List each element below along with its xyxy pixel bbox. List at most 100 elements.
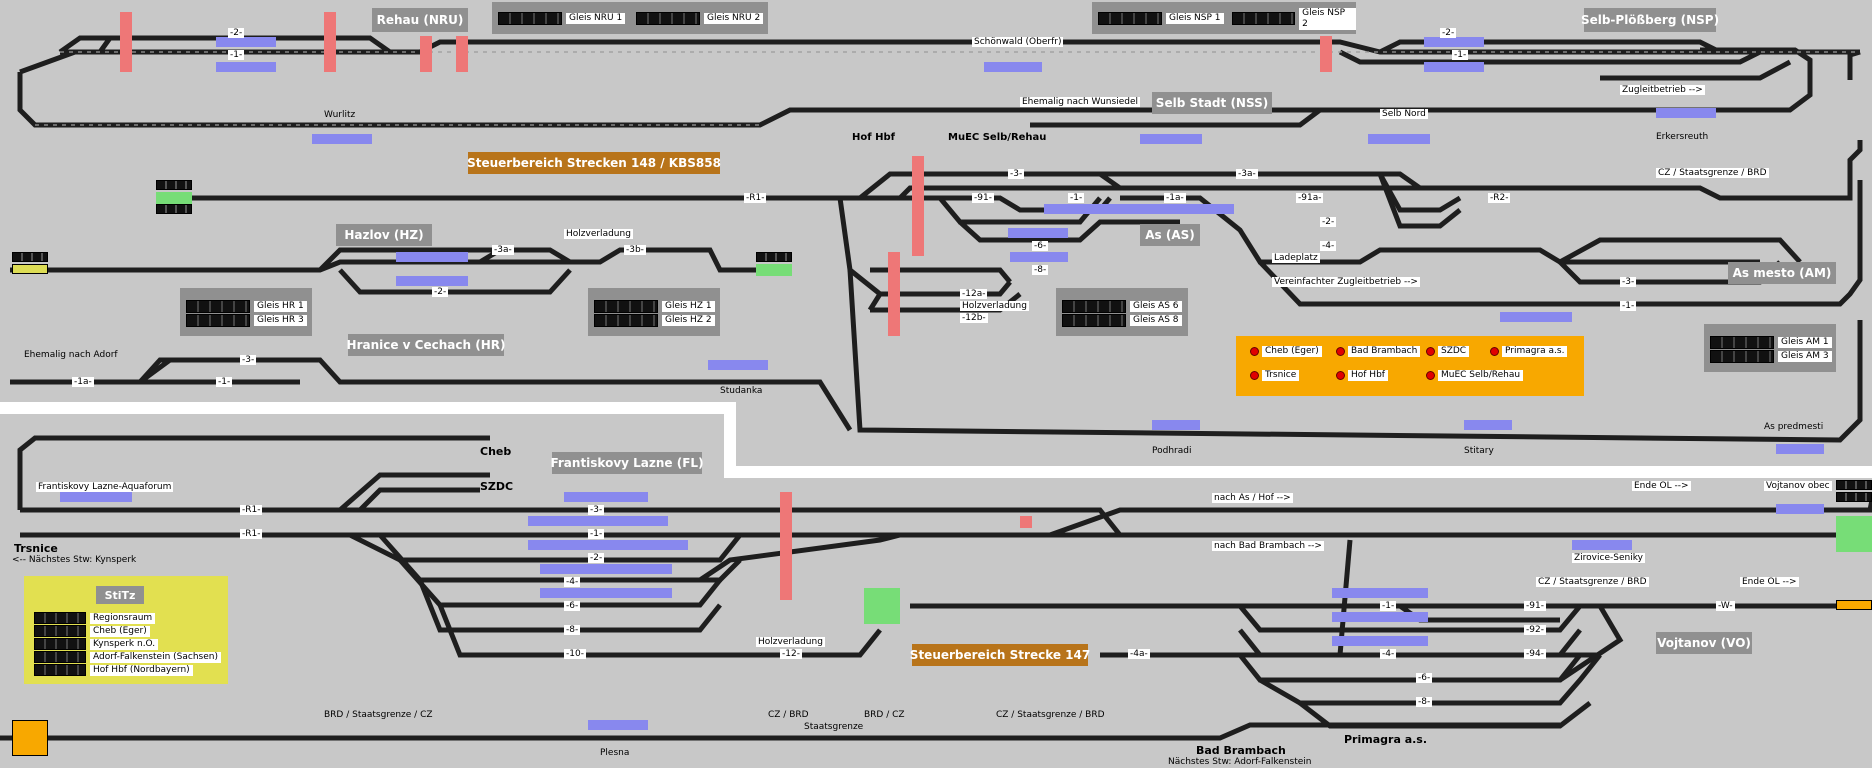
track-label-as12b: -12b-	[960, 313, 988, 323]
track-label-as91: -91-	[972, 193, 994, 203]
tracks-rehau-selb	[17, 35, 1861, 128]
label-primagra[interactable]: Primagra a.s.	[1344, 733, 1428, 746]
signal-icon[interactable]	[1250, 371, 1259, 380]
banner-strecke-147: Steuerbereich Strecke 147	[910, 644, 1090, 666]
label-ende-ol-1: Ende OL -->	[1632, 481, 1691, 491]
label-holzverladung-1: Holzverladung	[564, 229, 633, 239]
track-label-hz2: -2-	[432, 287, 449, 297]
label-nach-bad-brambach: nach Bad Brambach -->	[1212, 541, 1324, 551]
stitz-tiles[interactable]	[34, 638, 86, 650]
label-szdc[interactable]: SZDC	[480, 480, 514, 493]
label-brd-cz-bottom: BRD / Staatsgrenze / CZ	[324, 710, 433, 720]
track-label-as12a: -12a-	[960, 289, 988, 299]
stitz-item: Regionsraum	[90, 612, 156, 624]
track-label-fl6: -6-	[564, 601, 581, 611]
track-label-bb94: -94-	[1524, 649, 1546, 659]
track-label-nru1: -1-	[228, 50, 245, 60]
track-label-bb92: -92-	[1524, 625, 1546, 635]
label-holzverladung-3: Holzverladung	[756, 637, 825, 647]
label-bad-brambach[interactable]: Bad Brambach	[1196, 744, 1286, 757]
track-label-as6: -6-	[1032, 241, 1049, 251]
gleis-am3-tiles[interactable]	[1710, 350, 1774, 363]
track-label-r1-fl2: -R1-	[240, 529, 263, 539]
stitz-tiles[interactable]	[34, 664, 86, 676]
station-as[interactable]: As (AS)	[1140, 224, 1200, 246]
track-label-91a: -91a-	[1296, 193, 1324, 203]
station-selb-plossberg[interactable]: Selb-Plößberg (NSP)	[1581, 8, 1719, 32]
gleis-nru1-tiles[interactable]	[498, 12, 562, 25]
gleis-nsp1-tiles[interactable]	[1098, 12, 1162, 25]
stitz-tiles[interactable]	[34, 612, 86, 624]
legend-cheb: Cheb (Eger)	[1262, 346, 1322, 357]
station-rehau[interactable]: Rehau (NRU)	[372, 8, 468, 32]
track-label-r1-fl1: -R1-	[240, 505, 263, 515]
label-frantiskovy-aquaforum: Frantiskovy Lazne-Aquaforum	[36, 482, 174, 492]
label-ehemalig-wunsiedel: Ehemalig nach Wunsiedel	[1020, 97, 1140, 107]
label-brd-cz-b3: BRD / CZ	[864, 710, 905, 720]
signal-icon[interactable]	[1336, 347, 1345, 356]
station-frantiskovy-lazne[interactable]: Frantiskovy Lazne (FL)	[550, 452, 704, 474]
gleis-hz1-label: Gleis HZ 1	[662, 301, 715, 312]
track-label-hr3: -3-	[240, 355, 257, 365]
track-label-bb4: -4-	[1380, 649, 1397, 659]
signal-icon[interactable]	[1426, 371, 1435, 380]
track-label-fl2: -2-	[588, 553, 605, 563]
track-label-bb4a: -4a-	[1128, 649, 1150, 659]
gleis-nru2-label: Gleis NRU 2	[704, 13, 764, 24]
gleis-hz2-label: Gleis HZ 2	[662, 315, 715, 326]
track-label-am1: -1-	[1620, 301, 1637, 311]
track-label-nru2: -2-	[228, 28, 245, 38]
gleis-box-am: Gleis AM 1 Gleis AM 3	[1704, 324, 1836, 372]
label-stitary: Stitary	[1464, 446, 1494, 456]
label-holzverladung-2: Holzverladung	[960, 301, 1029, 311]
track-label-hr1: -1-	[216, 377, 233, 387]
legend-szdc: SZDC	[1438, 346, 1470, 357]
label-cheb[interactable]: Cheb	[480, 445, 512, 458]
gleis-nsp2-tiles[interactable]	[1232, 12, 1296, 25]
banner-strecken-148: Steuerbereich Strecken 148 / KBS858	[467, 152, 721, 174]
label-hof-hbf[interactable]: Hof Hbf	[852, 132, 895, 143]
track-label-w: -W-	[1716, 601, 1735, 611]
legend-trsnice: Trsnice	[1262, 370, 1300, 381]
signal-icon[interactable]	[1336, 371, 1345, 380]
track-label-am3: -3-	[1620, 277, 1637, 287]
track-label-as1: -1-	[1068, 193, 1085, 203]
gleis-hr1-tiles[interactable]	[186, 300, 250, 313]
gleis-as8-tiles[interactable]	[1062, 314, 1126, 327]
gleis-nru2-tiles[interactable]	[636, 12, 700, 25]
track-label-hz3a: -3a-	[492, 245, 514, 255]
tracks-148	[10, 140, 1863, 443]
gleis-hr3-label: Gleis HR 3	[254, 315, 307, 326]
label-schoenwald: Schönwald (Oberfr)	[972, 37, 1064, 47]
label-nachstes-adorf: Nächstes Stw: Adorf-Falkenstein	[1168, 757, 1312, 767]
stitz-title: StiTz	[96, 586, 144, 604]
station-selb-stadt[interactable]: Selb Stadt (NSS)	[1152, 92, 1272, 114]
gleis-hz2-tiles[interactable]	[594, 314, 658, 327]
gleis-am1-tiles[interactable]	[1710, 336, 1774, 349]
stitz-tiles[interactable]	[34, 651, 86, 663]
station-as-mesto[interactable]: As mesto (AM)	[1728, 262, 1836, 284]
station-vojtanov[interactable]: Vojtanov (VO)	[1656, 632, 1752, 654]
station-hranice[interactable]: Hranice v Cechach (HR)	[347, 334, 505, 356]
track-label-fl4: -4-	[564, 577, 581, 587]
label-trsnice[interactable]: Trsnice	[14, 542, 58, 555]
label-cz-brd-b2: CZ / BRD	[768, 710, 809, 720]
gleis-am3-label: Gleis AM 3	[1778, 351, 1832, 362]
signal-icon[interactable]	[1426, 347, 1435, 356]
track-label-as3: -3-	[1008, 169, 1025, 179]
stitz-item: Kynsperk n.O.	[90, 638, 159, 650]
track-label-fl10: -10-	[564, 649, 586, 659]
label-vereinfachter: Vereinfachter Zugleitbetrieb -->	[1272, 277, 1420, 287]
gleis-hr3-tiles[interactable]	[186, 314, 250, 327]
gleis-hz1-tiles[interactable]	[594, 300, 658, 313]
track-label-hr1a: -1a-	[72, 377, 94, 387]
signal-icon[interactable]	[1490, 347, 1499, 356]
station-hazlov[interactable]: Hazlov (HZ)	[336, 224, 432, 246]
signal-icon[interactable]	[1250, 347, 1259, 356]
track-label-fl8: -8-	[564, 625, 581, 635]
track-label-fl1: -1-	[588, 529, 605, 539]
gleis-as6-tiles[interactable]	[1062, 300, 1126, 313]
stitz-tiles[interactable]	[34, 625, 86, 637]
label-muec[interactable]: MuEC Selb/Rehau	[948, 132, 1047, 143]
